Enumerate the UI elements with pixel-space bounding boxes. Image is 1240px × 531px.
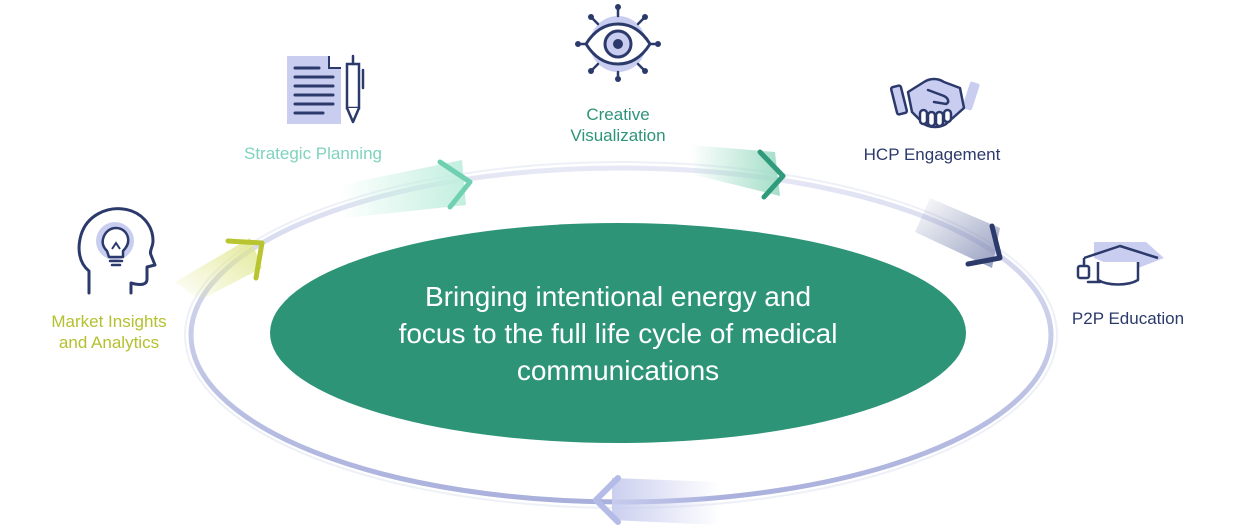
chevron-navy [965, 223, 1003, 267]
arrow-tail-lime [175, 238, 262, 300]
center-message-line-2: focus to the full life cycle of medical [398, 318, 838, 349]
graduation-cap-icon [1076, 242, 1164, 286]
lightbulb-head-icon [77, 207, 157, 295]
stage-label-strategic-planning: Strategic Planning [244, 144, 382, 163]
document-pen-icon [287, 54, 365, 124]
arrow-tail-mint [340, 160, 466, 218]
chevron-lavender [593, 475, 621, 525]
center-message: Bringing intentional energy and focus to… [300, 278, 936, 389]
chevron-teal [757, 149, 786, 200]
chevron-lime [225, 238, 265, 281]
center-message-line-1: Bringing intentional energy and [424, 281, 812, 312]
stage-label-market-insights: Market Insights and Analytics [51, 312, 167, 352]
handshake-icon [890, 77, 980, 129]
stage-label-p2p-education: P2P Education [1071, 309, 1185, 328]
chevron-mint [437, 159, 473, 210]
stage-label-hcp-engagement: HCP Engagement [863, 145, 1001, 164]
arrow-tail-lavender [612, 478, 720, 525]
center-ellipse [270, 223, 966, 443]
stage-label-creative-visualization: Creative Visualization [570, 105, 666, 145]
arrow-tail-teal [690, 145, 780, 196]
eye-icon [575, 4, 661, 82]
arrow-tail-navy [915, 198, 1000, 268]
center-message-line-3: communications [516, 355, 720, 386]
